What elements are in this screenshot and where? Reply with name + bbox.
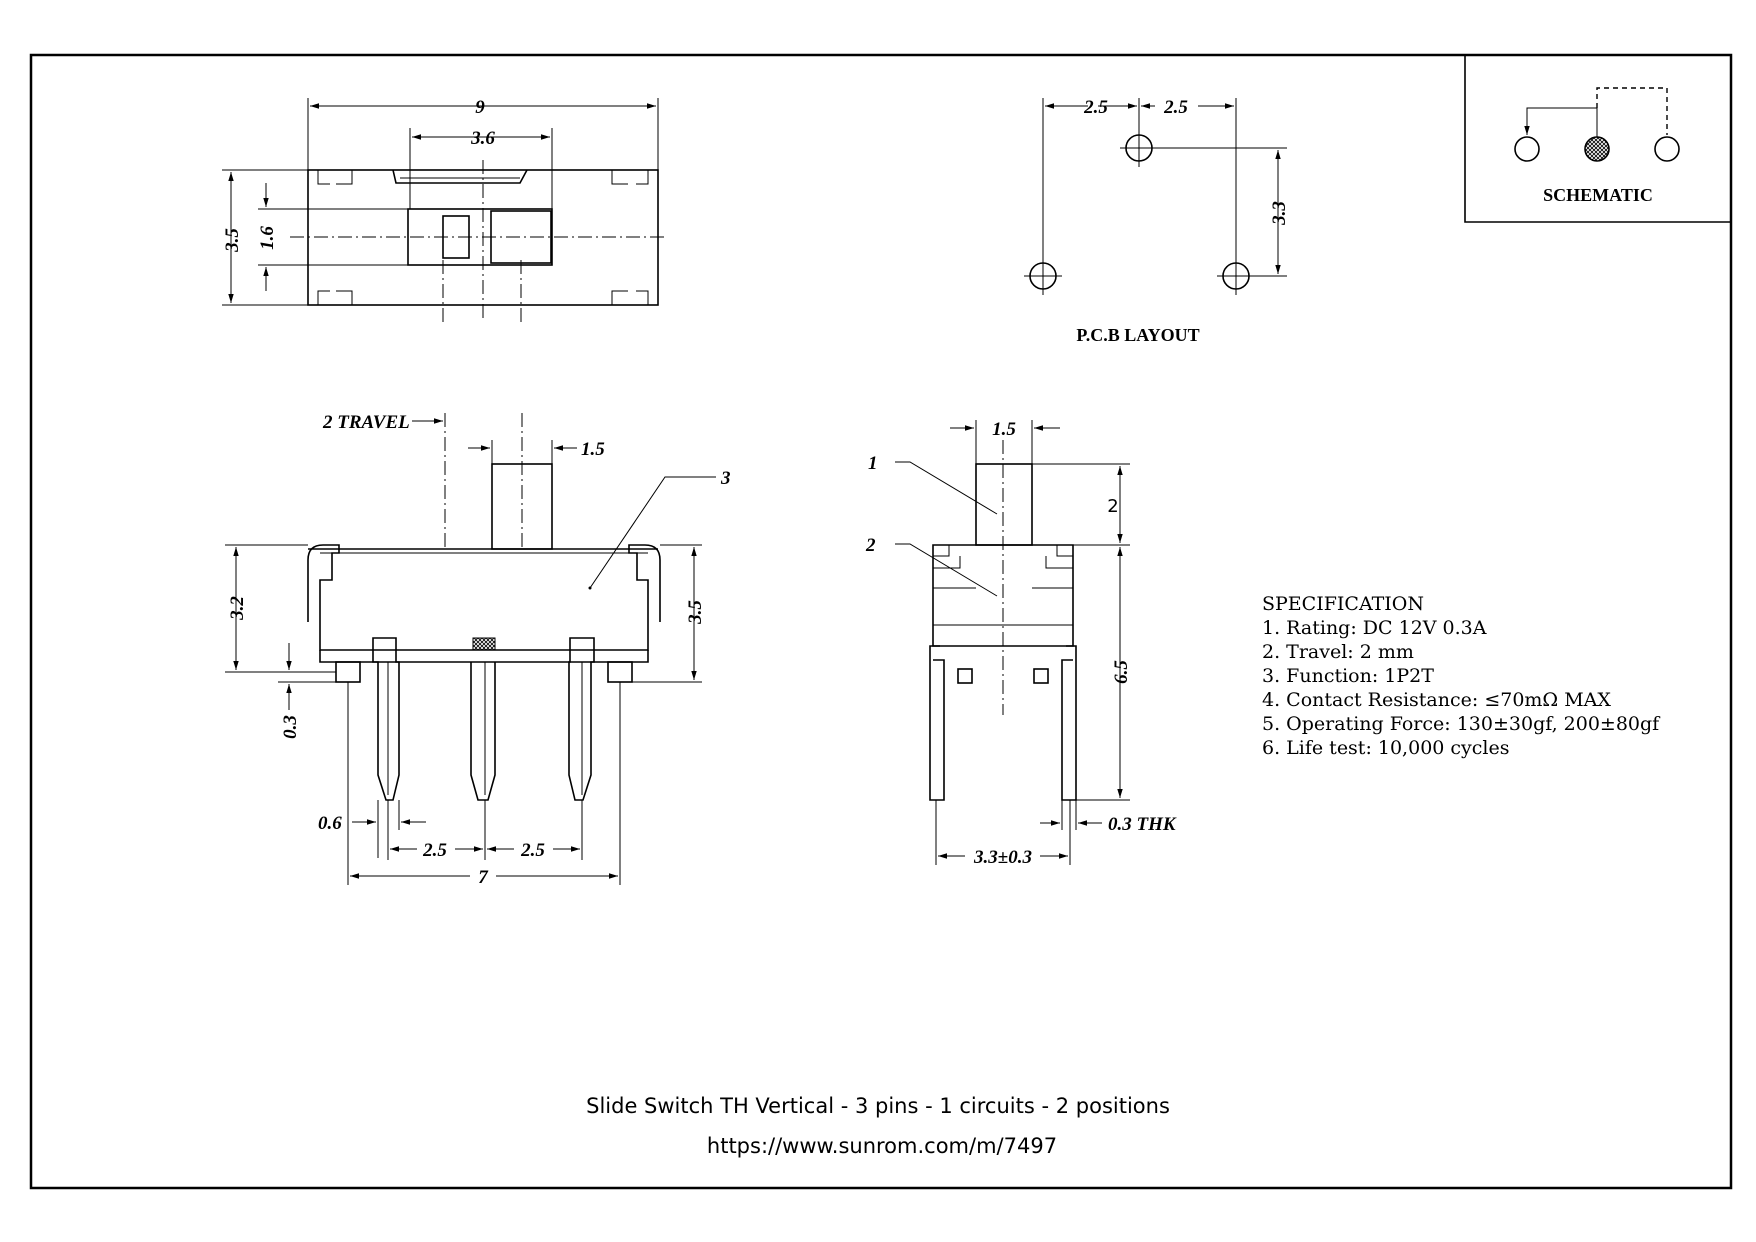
pcb-layout-title: P.C.B LAYOUT: [1076, 325, 1199, 345]
spec-title: SPECIFICATION: [1262, 593, 1424, 615]
front-total-height-dim: 3.5: [685, 600, 706, 625]
top-slot-dim: 1.6: [257, 226, 278, 250]
footer-title: Slide Switch TH Vertical - 3 pins - 1 ci…: [586, 1094, 1170, 1118]
spec-item: 6. Life test: 10,000 cycles: [1262, 737, 1510, 759]
top-width-dim: 9: [475, 97, 485, 118]
spec-item: 5. Operating Force: 130±30gf, 200±80gf: [1262, 713, 1661, 735]
side-width-dim: 3.3±0.3: [973, 847, 1032, 868]
top-height-dim: 3.5: [222, 228, 243, 253]
spec-item: 4. Contact Resistance: ≤70mΩ MAX: [1262, 689, 1611, 711]
top-actuator-dim: 3.6: [470, 128, 495, 149]
front-travel-label: 2 TRAVEL: [322, 412, 410, 433]
front-body-height-dim: 3.2: [227, 596, 248, 621]
front-pitch-right-dim: 2.5: [520, 840, 545, 861]
pcb-offset-dim: 3.3: [1269, 201, 1290, 226]
side-view: 1.5 1 2 2 6.5 0.3 THK 3.3±0.3: [865, 419, 1177, 868]
front-actuator-dim: 1.5: [581, 439, 605, 460]
side-callout-1: 1: [868, 453, 878, 474]
front-view: 3 2 TRAVEL 1.5 3.2 0.3 3.5 0.6: [225, 412, 731, 888]
front-center-contact: [472, 637, 496, 651]
pcb-pitch-left-dim: 2.5: [1083, 97, 1108, 118]
schematic-common-pin: [1584, 136, 1610, 162]
front-pin-width-dim: 0.6: [318, 813, 342, 834]
side-actuator-dim: 1.5: [992, 419, 1016, 440]
front-standoff-dim: 0.3: [280, 715, 301, 739]
schematic-title: SCHEMATIC: [1543, 185, 1653, 205]
top-view: 9 3.6 3.5 1.6: [222, 97, 665, 325]
front-width-dim: 7: [478, 867, 489, 888]
spec-item: 2. Travel: 2 mm: [1262, 641, 1414, 663]
footer-url[interactable]: https://www.sunrom.com/m/7497: [707, 1134, 1057, 1158]
spec-item: 3. Function: 1P2T: [1262, 665, 1434, 687]
front-pitch-left-dim: 2.5: [422, 840, 447, 861]
side-pin-length-dim: 6.5: [1111, 660, 1132, 684]
side-thickness-dim: 0.3 THK: [1108, 814, 1177, 835]
pcb-pitch-right-dim: 2.5: [1163, 97, 1188, 118]
schematic-box: SCHEMATIC: [1464, 55, 1731, 223]
side-knob-height-dim: 2: [1107, 496, 1118, 517]
sheet-border: [29, 53, 1733, 1190]
specification-block: SPECIFICATION 1. Rating: DC 12V 0.3A 2. …: [1262, 593, 1661, 759]
pcb-layout-view: 2.5 2.5 3.3 P.C.B LAYOUT: [1024, 97, 1290, 345]
spec-item: 1. Rating: DC 12V 0.3A: [1262, 617, 1487, 639]
front-callout-3: 3: [720, 468, 731, 489]
side-callout-2: 2: [865, 535, 876, 556]
